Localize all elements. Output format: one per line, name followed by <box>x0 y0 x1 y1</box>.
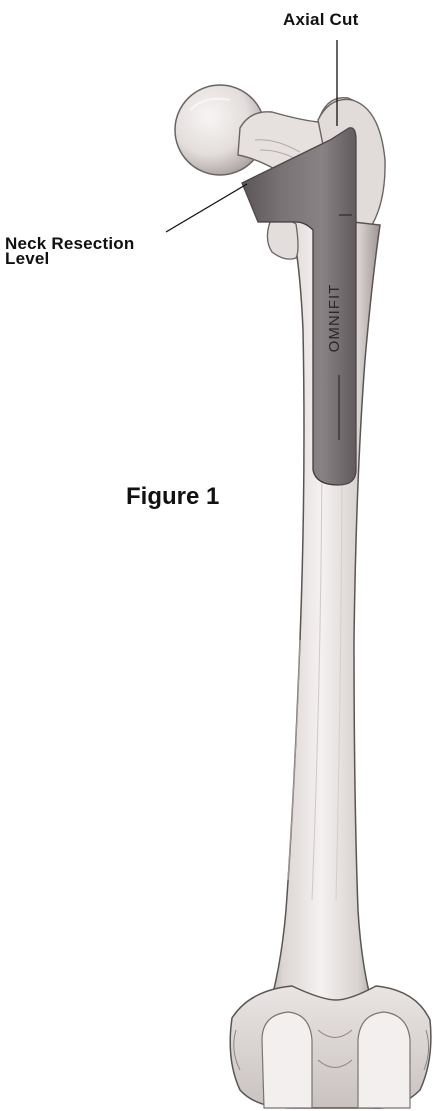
figure-caption: Figure 1 <box>126 483 219 511</box>
neck-resection-leader <box>166 184 247 232</box>
neck-resection-line2: Level <box>5 251 205 266</box>
neck-resection-label: Neck Resection Level <box>5 236 205 266</box>
implant-brand-text: OMNIFIT <box>326 284 343 353</box>
distal-condyles <box>230 986 431 1108</box>
lesser-trochanter <box>267 218 298 259</box>
axial-cut-label: Axial Cut <box>283 12 358 27</box>
